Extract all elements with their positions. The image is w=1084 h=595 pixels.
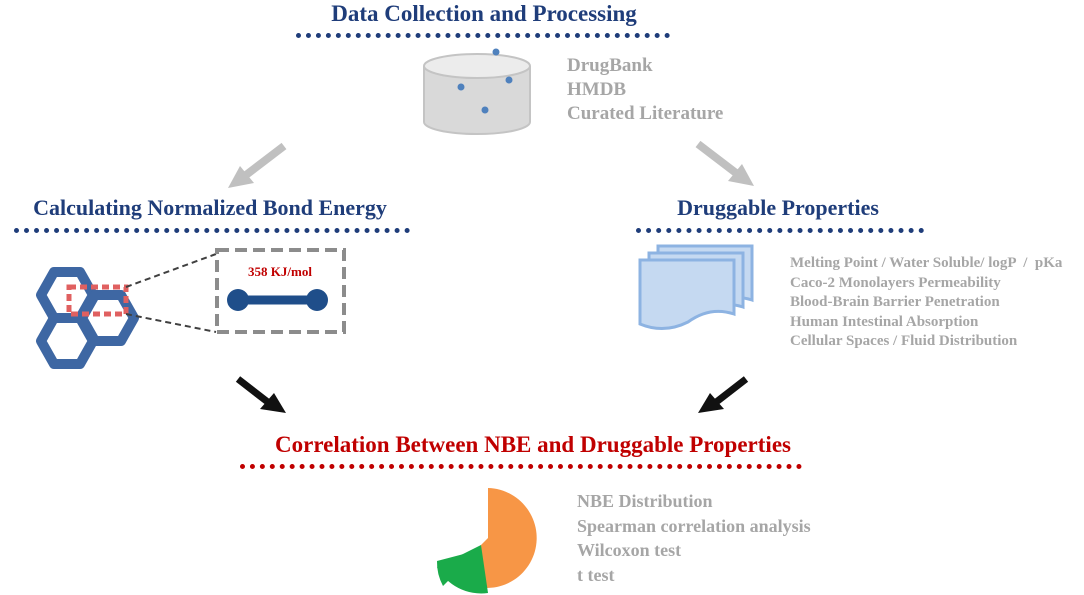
data-collection-divider xyxy=(296,33,670,38)
bond-icon xyxy=(227,289,328,311)
arrow-icon xyxy=(228,142,287,188)
list-item: Curated Literature xyxy=(567,103,724,124)
druggable-divider xyxy=(636,228,924,233)
pie-slice-green xyxy=(437,545,488,594)
analysis-method-list: NBE Distribution Spearman correlation an… xyxy=(577,489,811,587)
list-item: Blood-Brain Barrier Penetration xyxy=(790,294,1000,310)
bond-energy-label: 358 KJ/mol xyxy=(248,264,312,279)
data-source-list: DrugBank HMDB Curated Literature xyxy=(567,54,723,126)
arrow-icon xyxy=(698,376,749,413)
correlation-divider xyxy=(240,464,802,469)
nbe-title: Calculating Normalized Bond Energy xyxy=(33,195,387,220)
list-item: HMDB xyxy=(567,79,627,100)
list-item: Spearman correlation analysis xyxy=(577,515,811,536)
list-item: Wilcoxon test xyxy=(577,540,682,560)
list-item: DrugBank xyxy=(567,55,653,76)
stacked-documents-icon xyxy=(638,244,754,330)
list-item: Human Intestinal Absorption xyxy=(790,313,979,330)
hexagon-molecule-icon: 358 KJ/mol xyxy=(36,248,346,369)
list-item: Cellular Spaces / Fluid Distribution xyxy=(790,333,1018,349)
druggable-property-list: Melting Point / Water Soluble/ logP / pK… xyxy=(790,254,1062,352)
data-collection-title: Data Collection and Processing xyxy=(331,1,637,26)
druggable-title: Druggable Properties xyxy=(677,195,879,220)
list-item: Melting Point / Water Soluble/ logP / pK… xyxy=(790,255,1063,271)
correlation-title: Correlation Between NBE and Druggable Pr… xyxy=(275,432,791,457)
list-item: t test xyxy=(577,564,615,585)
database-icon xyxy=(423,48,531,135)
nbe-divider xyxy=(14,228,410,233)
arrow-icon xyxy=(695,140,754,186)
list-item: Caco-2 Monolayers Permeability xyxy=(790,274,1001,291)
arrow-icon xyxy=(235,376,286,413)
list-item: NBE Distribution xyxy=(577,491,713,511)
